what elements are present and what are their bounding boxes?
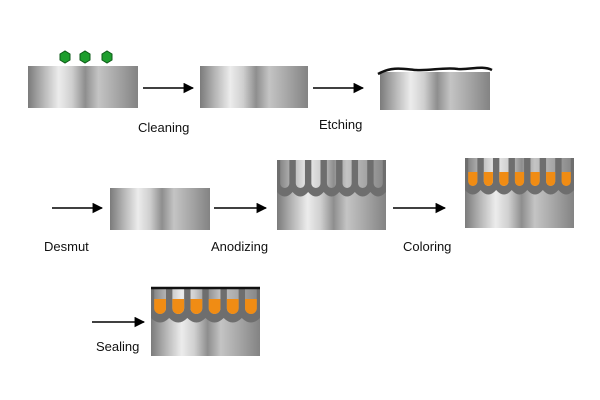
raw-metal-block [28, 50, 138, 108]
step-label-etching: Etching [319, 117, 363, 132]
dye-fill [530, 172, 540, 187]
step-label-desmut: Desmut [44, 239, 89, 254]
dye-fill [154, 299, 166, 314]
dye-fill [245, 299, 257, 314]
step-label-cleaning: Cleaning [138, 120, 190, 135]
dye-fill [483, 172, 493, 187]
step-label-sealing: Sealing [96, 339, 140, 354]
dye-fill [561, 172, 571, 186]
colored-metal-block [465, 158, 574, 228]
dye-fill [499, 172, 509, 187]
dye-fill [226, 299, 239, 314]
cleaned-metal-block [200, 66, 308, 108]
sealed-metal-block [151, 286, 260, 356]
dye-fill [468, 172, 478, 187]
etched-metal-block [377, 66, 493, 110]
dye-fill [514, 172, 525, 186]
dye-fill [546, 172, 556, 187]
dye-fill [208, 299, 221, 314]
contaminant-particle [59, 50, 71, 64]
dye-fill [172, 299, 185, 314]
anodized-metal-block [277, 160, 386, 230]
desmutted-metal-block [110, 188, 210, 230]
step-label-anodizing: Anodizing [211, 239, 269, 254]
contaminant-particle [79, 50, 91, 64]
step-label-coloring: Coloring [403, 239, 452, 254]
contaminant-particle [101, 50, 113, 64]
dye-fill [190, 299, 203, 314]
